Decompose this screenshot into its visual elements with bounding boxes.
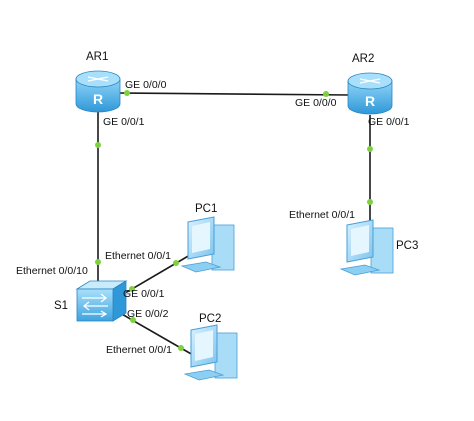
port-label-ar1-ge001: GE 0/0/1 — [103, 116, 145, 128]
device-name-s1: S1 — [54, 300, 68, 312]
switch-s1[interactable] — [75, 280, 128, 322]
port-dot-s1-eth0010 — [95, 259, 101, 265]
switch-icon-front — [76, 288, 114, 322]
link-ar1-ar2[interactable] — [117, 92, 351, 96]
port-label-pc1-eth001: Ethernet 0/0/1 — [105, 250, 171, 262]
port-label-ar2-ge001: GE 0/0/1 — [368, 116, 410, 128]
device-name-pc2: PC2 — [199, 313, 221, 325]
pc-keyboard — [180, 261, 222, 273]
port-dot-ar2-ge000 — [323, 91, 329, 97]
device-name-pc1: PC1 — [195, 203, 217, 215]
pc-keyboard — [339, 264, 381, 276]
pc-pc2[interactable] — [183, 324, 238, 381]
port-dots — [95, 90, 373, 351]
pc-keyboard — [183, 369, 225, 381]
router-ar2[interactable]: R — [347, 72, 393, 115]
port-dot-pc3-eth001 — [367, 199, 373, 205]
port-label-s1-eth0010: Ethernet 0/0/10 — [16, 265, 88, 277]
port-label-s1-ge001: GE 0/0/1 — [123, 288, 165, 300]
pc-tower — [370, 227, 394, 274]
port-label-pc2-eth001: Ethernet 0/0/1 — [106, 344, 172, 356]
pc-pc3[interactable] — [339, 219, 394, 276]
pc-tower — [214, 332, 238, 379]
port-label-s1-ge002: GE 0/0/2 — [127, 308, 169, 320]
device-name-ar1: AR1 — [86, 51, 108, 63]
port-dot-s1-ge001 — [129, 286, 135, 292]
port-label-ar2-ge000: GE 0/0/0 — [295, 97, 337, 109]
svg-text:R: R — [365, 93, 375, 109]
router-icon — [347, 80, 393, 115]
device-name-ar2: AR2 — [352, 53, 374, 65]
device-name-pc3: PC3 — [396, 240, 418, 252]
port-dot-pc2-eth001 — [178, 345, 184, 351]
pc-pc1[interactable] — [180, 216, 235, 273]
router-ar1[interactable]: R — [75, 70, 121, 113]
router-icon — [75, 78, 121, 113]
port-dot-pc1-eth001 — [173, 260, 179, 266]
port-label-ar1-ge000: GE 0/0/0 — [125, 79, 167, 91]
port-label-pc3-eth001: Ethernet 0/0/1 — [289, 209, 355, 221]
port-dot-ar2-ge001 — [367, 146, 373, 152]
port-dot-s1-ge002 — [130, 317, 136, 323]
port-dot-ar1-ge001 — [95, 142, 101, 148]
pc-tower — [211, 224, 235, 271]
port-dot-ar1-ge000 — [124, 90, 130, 96]
svg-text:R: R — [93, 91, 103, 107]
